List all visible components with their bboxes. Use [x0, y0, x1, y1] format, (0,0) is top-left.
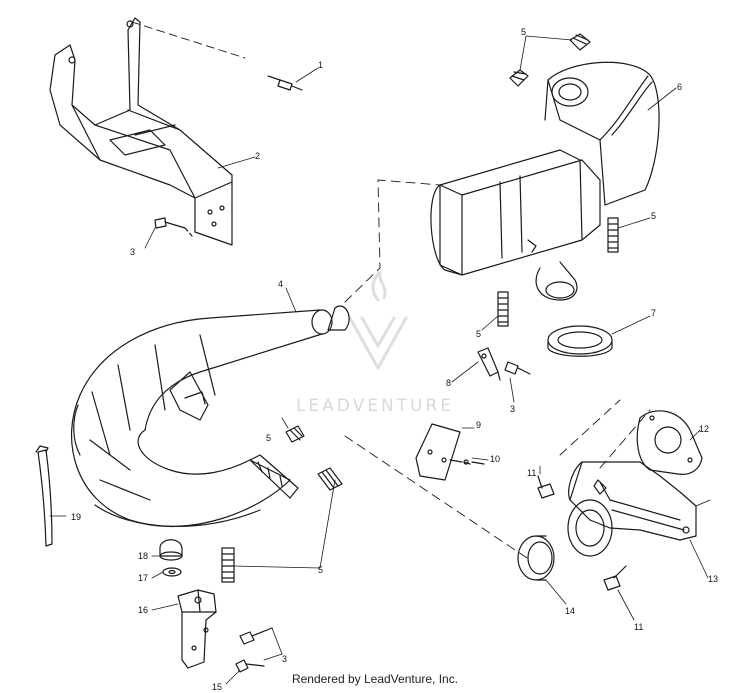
callout-5-mid: 5: [476, 329, 481, 339]
callout-18: 18: [138, 551, 148, 561]
callout-15: 15: [212, 682, 222, 692]
part-3-screw-bottom: [239, 627, 273, 645]
part-17-washer: [162, 567, 182, 577]
callout-5-bottom: 5: [318, 565, 323, 575]
callout-5-pipe: 5: [266, 433, 271, 443]
footer-credit: Rendered by LeadVenture, Inc.: [291, 672, 459, 686]
callout-1: 1: [318, 60, 323, 70]
callout-3-mid: 3: [510, 404, 515, 414]
part-7-gasket: [547, 325, 613, 357]
callout-19: 19: [71, 512, 81, 522]
part-4-expansion-pipe: [70, 305, 350, 528]
part-12-flange-gasket: [636, 410, 703, 475]
callout-3-bottom: 3: [282, 654, 287, 664]
callout-17: 17: [138, 573, 148, 583]
callout-16: 16: [138, 605, 148, 615]
callout-12: 12: [699, 424, 709, 434]
spring-5-a: [509, 69, 529, 87]
watermark-text: LEADVENTURE: [296, 396, 454, 416]
part-6-muffler: [430, 61, 660, 301]
assembly-dashed-lines: [344, 179, 651, 561]
part-2-bracket: [49, 17, 233, 246]
spring-5-d: [497, 291, 509, 327]
spring-5-g: [221, 547, 235, 583]
spring-5-f: [317, 467, 343, 491]
callout-9: 9: [476, 420, 481, 430]
part-1-bolt: [267, 75, 303, 91]
callout-8: 8: [446, 378, 451, 388]
leader-lines: [49, 35, 711, 685]
spring-5-b: [569, 33, 591, 51]
callout-11-top: 11: [527, 468, 536, 478]
part-3-screw-mid: [504, 361, 531, 375]
watermark-logo: [348, 270, 408, 370]
callout-14: 14: [565, 606, 575, 616]
callout-3-top: 3: [130, 247, 135, 257]
part-19-strap: [35, 445, 53, 547]
callout-6: 6: [677, 82, 682, 92]
part-11-bolt-a: [537, 475, 555, 499]
callout-labels: 1 2 3 4 5 6 5 5 7 8 3 9 10 11 12 13 14 1…: [71, 27, 718, 692]
callout-5-right: 5: [651, 211, 656, 221]
callout-2: 2: [255, 151, 260, 161]
part-14-seal-ring: [517, 535, 555, 581]
part-13-manifold: [567, 461, 697, 557]
part-10-screws: [449, 459, 485, 465]
callout-10: 10: [490, 454, 500, 464]
spring-5-c: [607, 217, 619, 253]
leader-dash-1: [131, 21, 246, 59]
part-11-bolt-b: [603, 565, 627, 591]
part-15-nut: [235, 659, 265, 673]
part-18-bumper: [159, 539, 183, 561]
callout-7: 7: [651, 308, 656, 318]
part-9-plate: [415, 423, 461, 481]
part-16-lower-bracket: [177, 589, 217, 669]
part-8-bracket: [477, 347, 501, 381]
callout-11-bottom: 11: [634, 622, 643, 632]
spring-5-e: [285, 425, 305, 443]
callout-5-top: 5: [521, 27, 526, 37]
callout-4: 4: [278, 279, 283, 289]
part-3-screw-top: [154, 217, 193, 237]
callout-13: 13: [708, 574, 718, 584]
